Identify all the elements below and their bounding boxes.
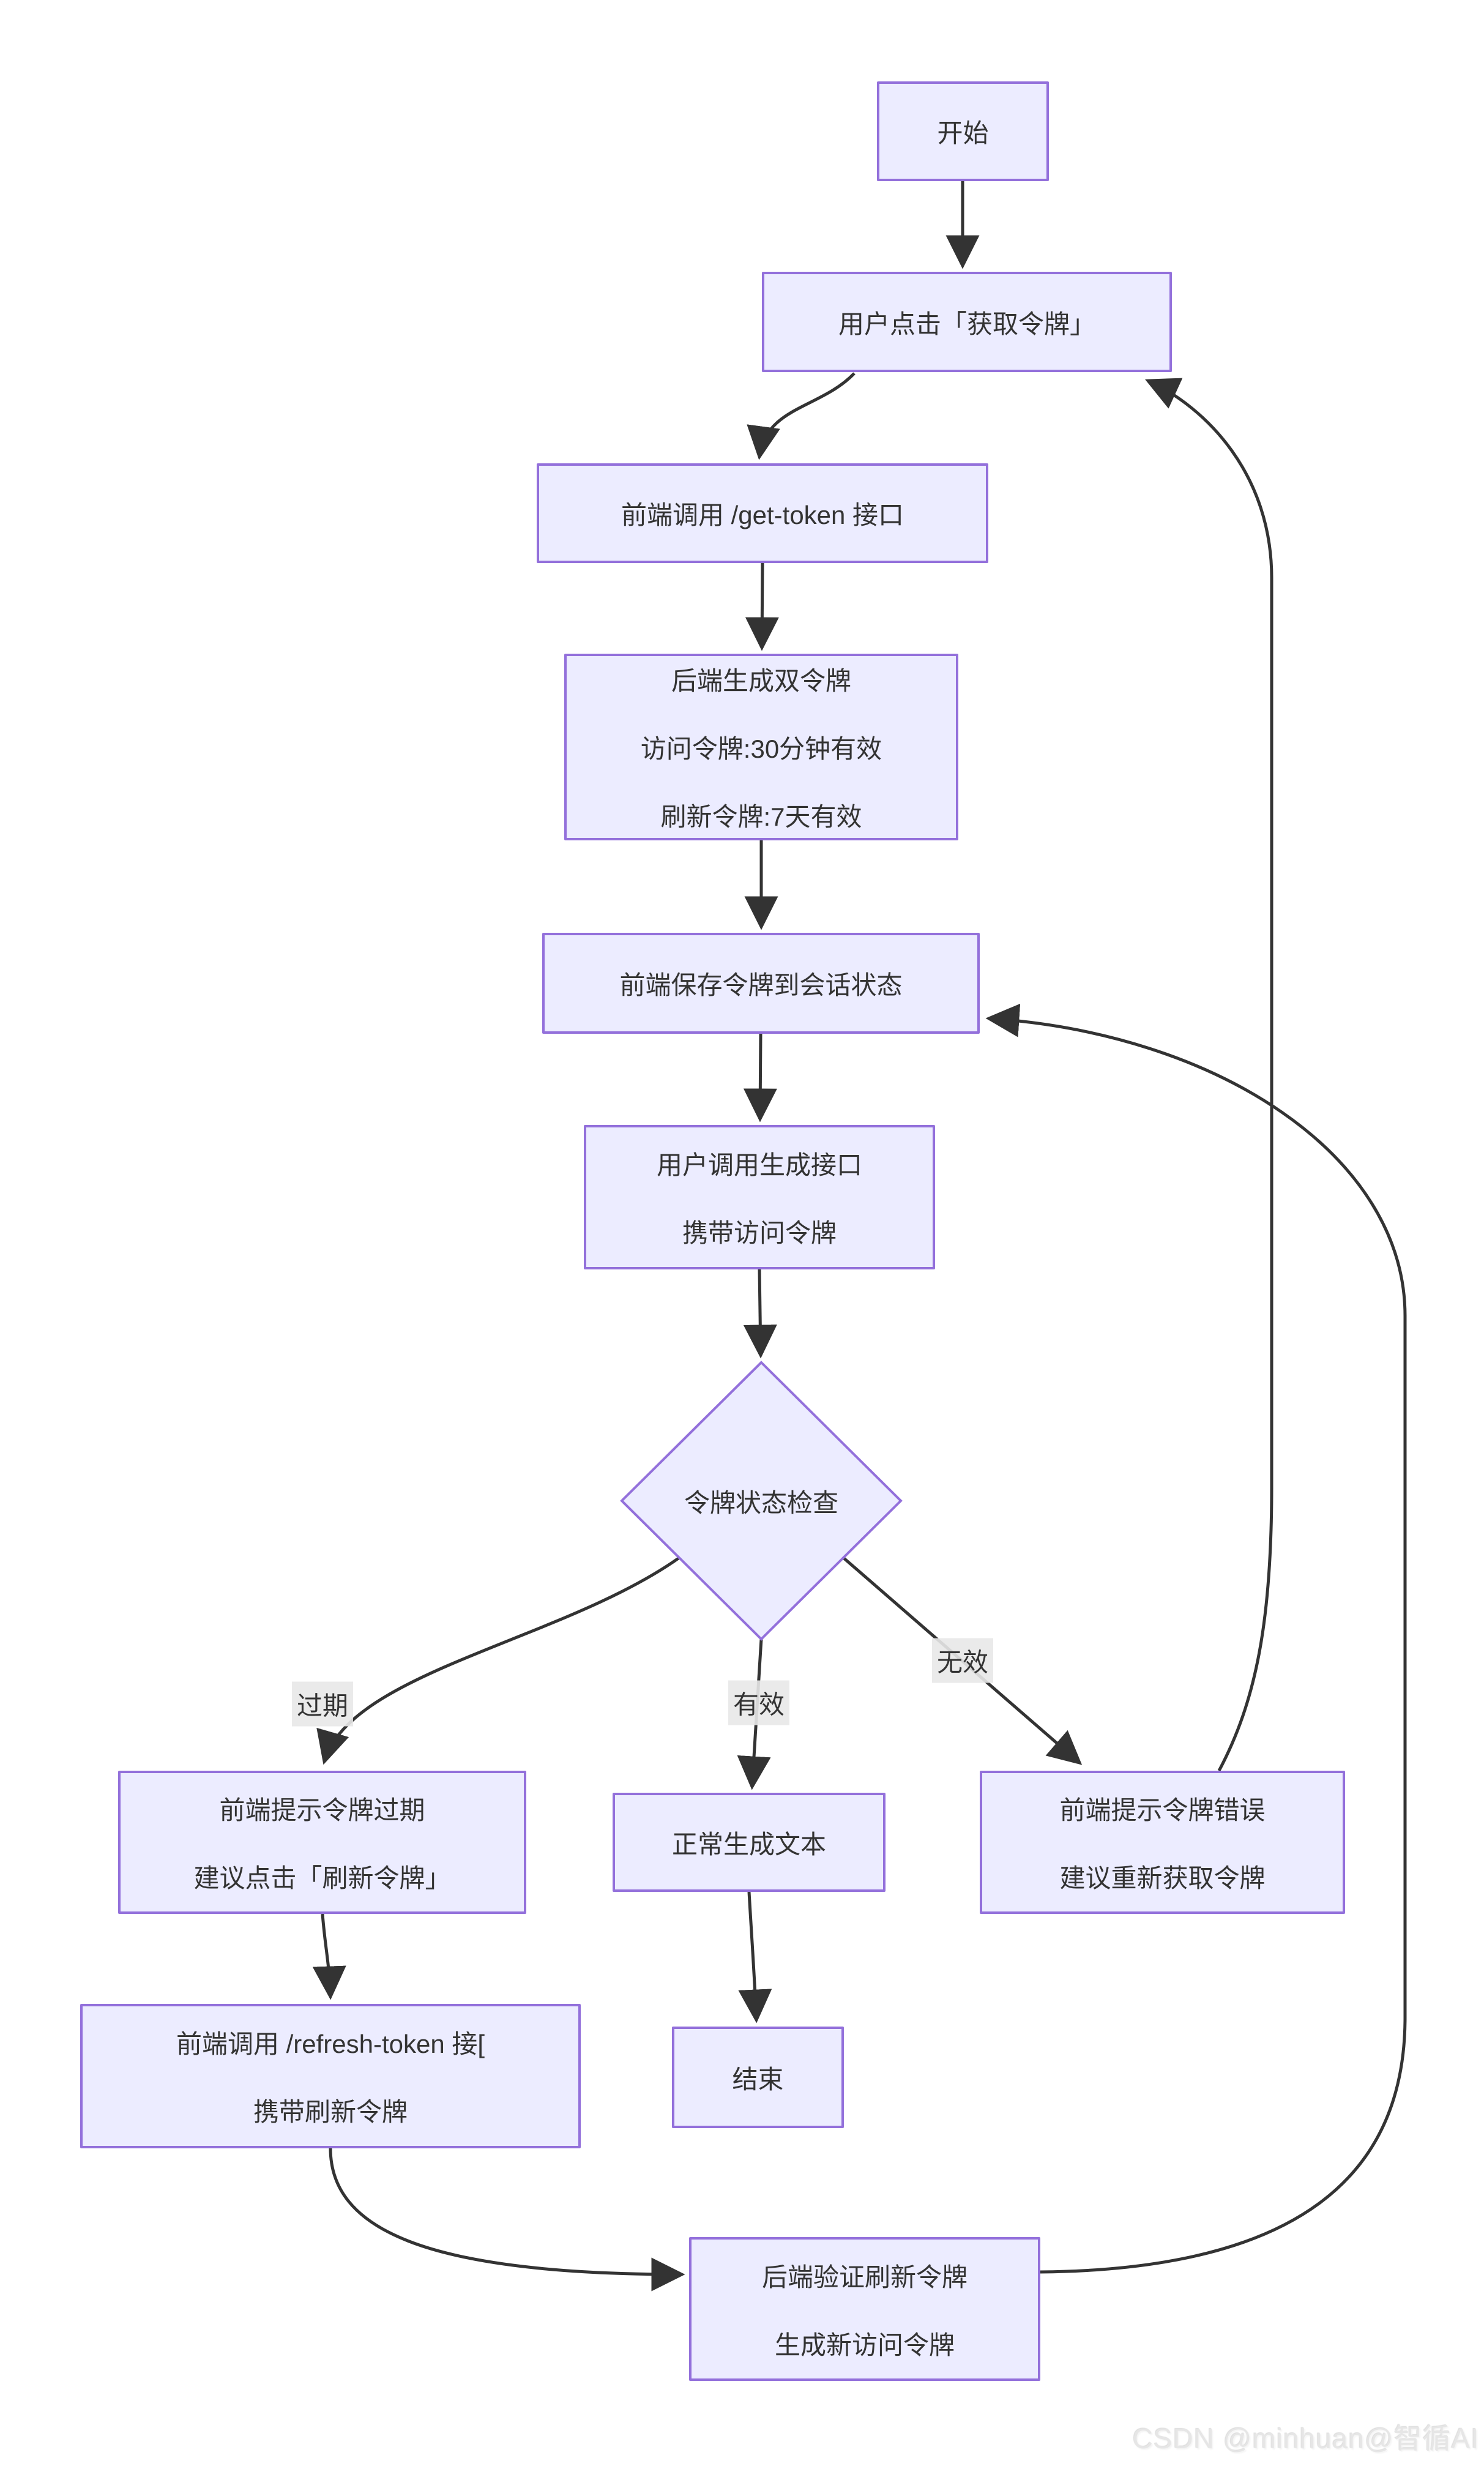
edge-save-to-generate-api [743,1033,777,1123]
node-generate-dual-tokens: 后端生成双令牌 访问令牌:30分钟有效 刷新令牌:7天有效 [564,654,958,840]
node-call-refresh-token-api: 前端调用 /refresh-token 接[ 携带刷新令牌 [80,2004,581,2148]
edge-get-token-to-dual-tokens [745,562,779,651]
node-verify-refresh-token-line2: 生成新访问令牌 [774,2330,955,2360]
edge-label-valid: 有效 [728,1680,790,1725]
node-call-refresh-token-api-line2: 携带刷新令牌 [253,2098,408,2126]
node-generate-dual-tokens-line2: 访问令牌:30分钟有效 [640,734,882,763]
node-generate-text-normally: 正常生成文本 [613,1793,886,1892]
node-generate-dual-tokens-line1: 后端生成双令牌 [671,667,851,695]
node-call-generate-api-line2: 携带访问令牌 [682,1219,837,1247]
node-end-label: 结束 [732,2064,784,2094]
edge-click-to-get-token [747,372,856,460]
node-prompt-token-error-line2: 建议重新获取令牌 [1059,1864,1266,1892]
node-verify-refresh-token-line1: 后端验证刷新令牌 [761,2262,968,2292]
csdn-watermark: CSDN @minhuan@智循AI [1132,2423,1479,2454]
node-call-refresh-token-api-line1: 前端调用 /refresh-token 接[ [176,2030,485,2058]
node-prompt-token-error-line1: 前端提示令牌错误 [1059,1796,1266,1825]
edge-label-invalid: 无效 [931,1638,994,1683]
node-token-status-check: 令牌状态检查 [639,1482,884,1519]
node-save-tokens-session: 前端保存令牌到会话状态 [542,933,980,1034]
node-call-get-token-api-label: 前端调用 /get-token 接口 [621,501,904,529]
node-prompt-token-expired-line1: 前端提示令牌过期 [219,1796,425,1825]
edge-generate-api-to-check [743,1269,777,1359]
node-click-get-token-label: 用户点击「获取令牌」 [838,309,1095,338]
edge-error-to-click-loop [1145,378,1273,1772]
edge-check-to-expired [316,1556,680,1765]
decision-diamond-shape [620,1361,903,1641]
node-prompt-token-expired-line2: 建议点击「刷新令牌」 [193,1864,451,1892]
node-token-status-check-label: 令牌状态检查 [684,1488,838,1517]
edge-label-expired: 过期 [291,1681,354,1727]
node-verify-refresh-token: 后端验证刷新令牌 生成新访问令牌 [689,2237,1040,2381]
node-prompt-token-error: 前端提示令牌错误 建议重新获取令牌 [980,1771,1345,1914]
node-start: 开始 [877,81,1049,181]
node-generate-dual-tokens-line3: 刷新令牌:7天有效 [660,802,862,831]
edge-refresh-to-verify [329,2148,685,2292]
node-end: 结束 [672,2027,844,2128]
edge-valid-to-end [738,1891,772,2023]
edge-expired-to-refresh [312,1913,346,2000]
node-prompt-token-expired: 前端提示令牌过期 建议点击「刷新令牌」 [118,1771,526,1914]
node-call-get-token-api: 前端调用 /get-token 接口 [537,463,988,563]
node-call-generate-api-line1: 用户调用生成接口 [656,1151,862,1179]
node-call-generate-api: 用户调用生成接口 携带访问令牌 [584,1125,935,1269]
node-generate-text-normally-label: 正常生成文本 [671,1829,826,1859]
edge-verify-to-save-loop [985,1003,1407,2274]
node-start-label: 开始 [937,119,989,148]
node-click-get-token: 用户点击「获取令牌」 [762,272,1172,372]
node-save-tokens-session-label: 前端保存令牌到会话状态 [619,971,903,999]
